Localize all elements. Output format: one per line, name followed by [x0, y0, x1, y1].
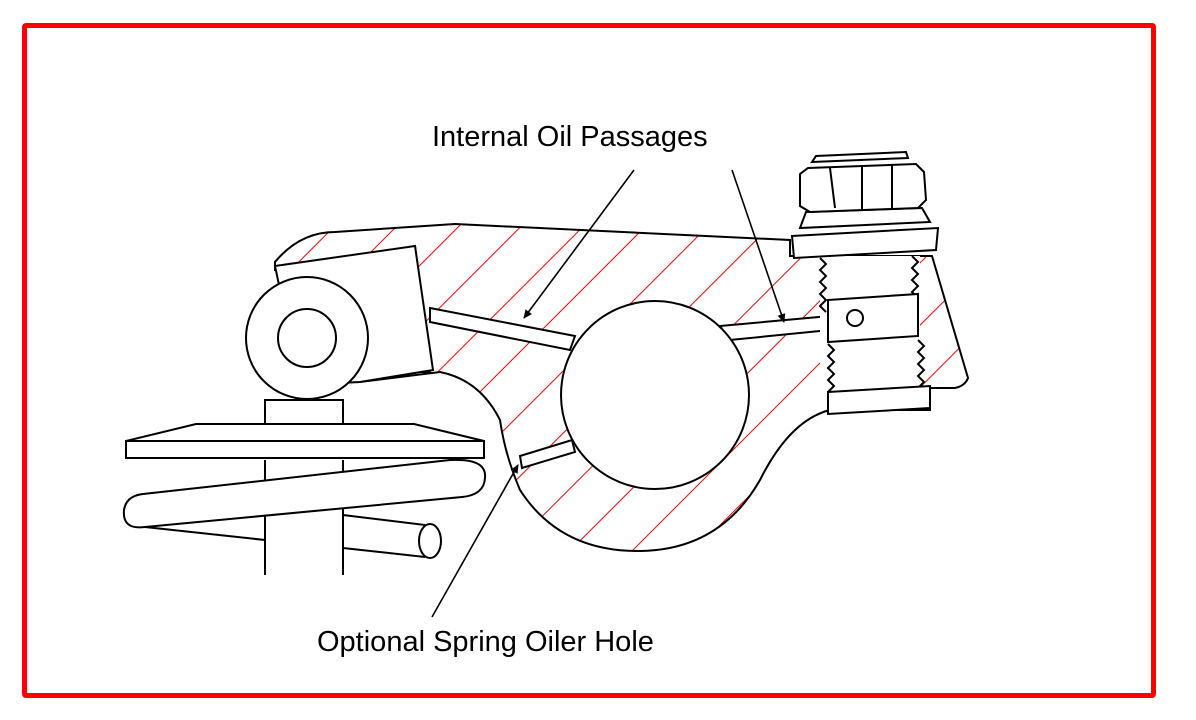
- leader-spring-oiler-hole: [431, 464, 519, 618]
- spring-oiler-hole: [518, 438, 577, 470]
- pivot-bore: [560, 300, 750, 490]
- lock-nut: [790, 150, 940, 260]
- leader-internal-oil-passages-right: [731, 169, 786, 323]
- roller-tip: [245, 276, 369, 400]
- leader-internal-oil-passages-left: [523, 169, 635, 319]
- label-internal-oil-passages: Internal Oil Passages: [432, 121, 708, 153]
- adjuster-screw: [818, 255, 931, 416]
- label-optional-spring-oiler-hole: Optional Spring Oiler Hole: [317, 626, 654, 658]
- valve-spring: [122, 458, 487, 559]
- diagram-frame: [22, 23, 1156, 698]
- spring-retainer: [125, 423, 485, 459]
- oil-passage-upper-left: [429, 306, 577, 352]
